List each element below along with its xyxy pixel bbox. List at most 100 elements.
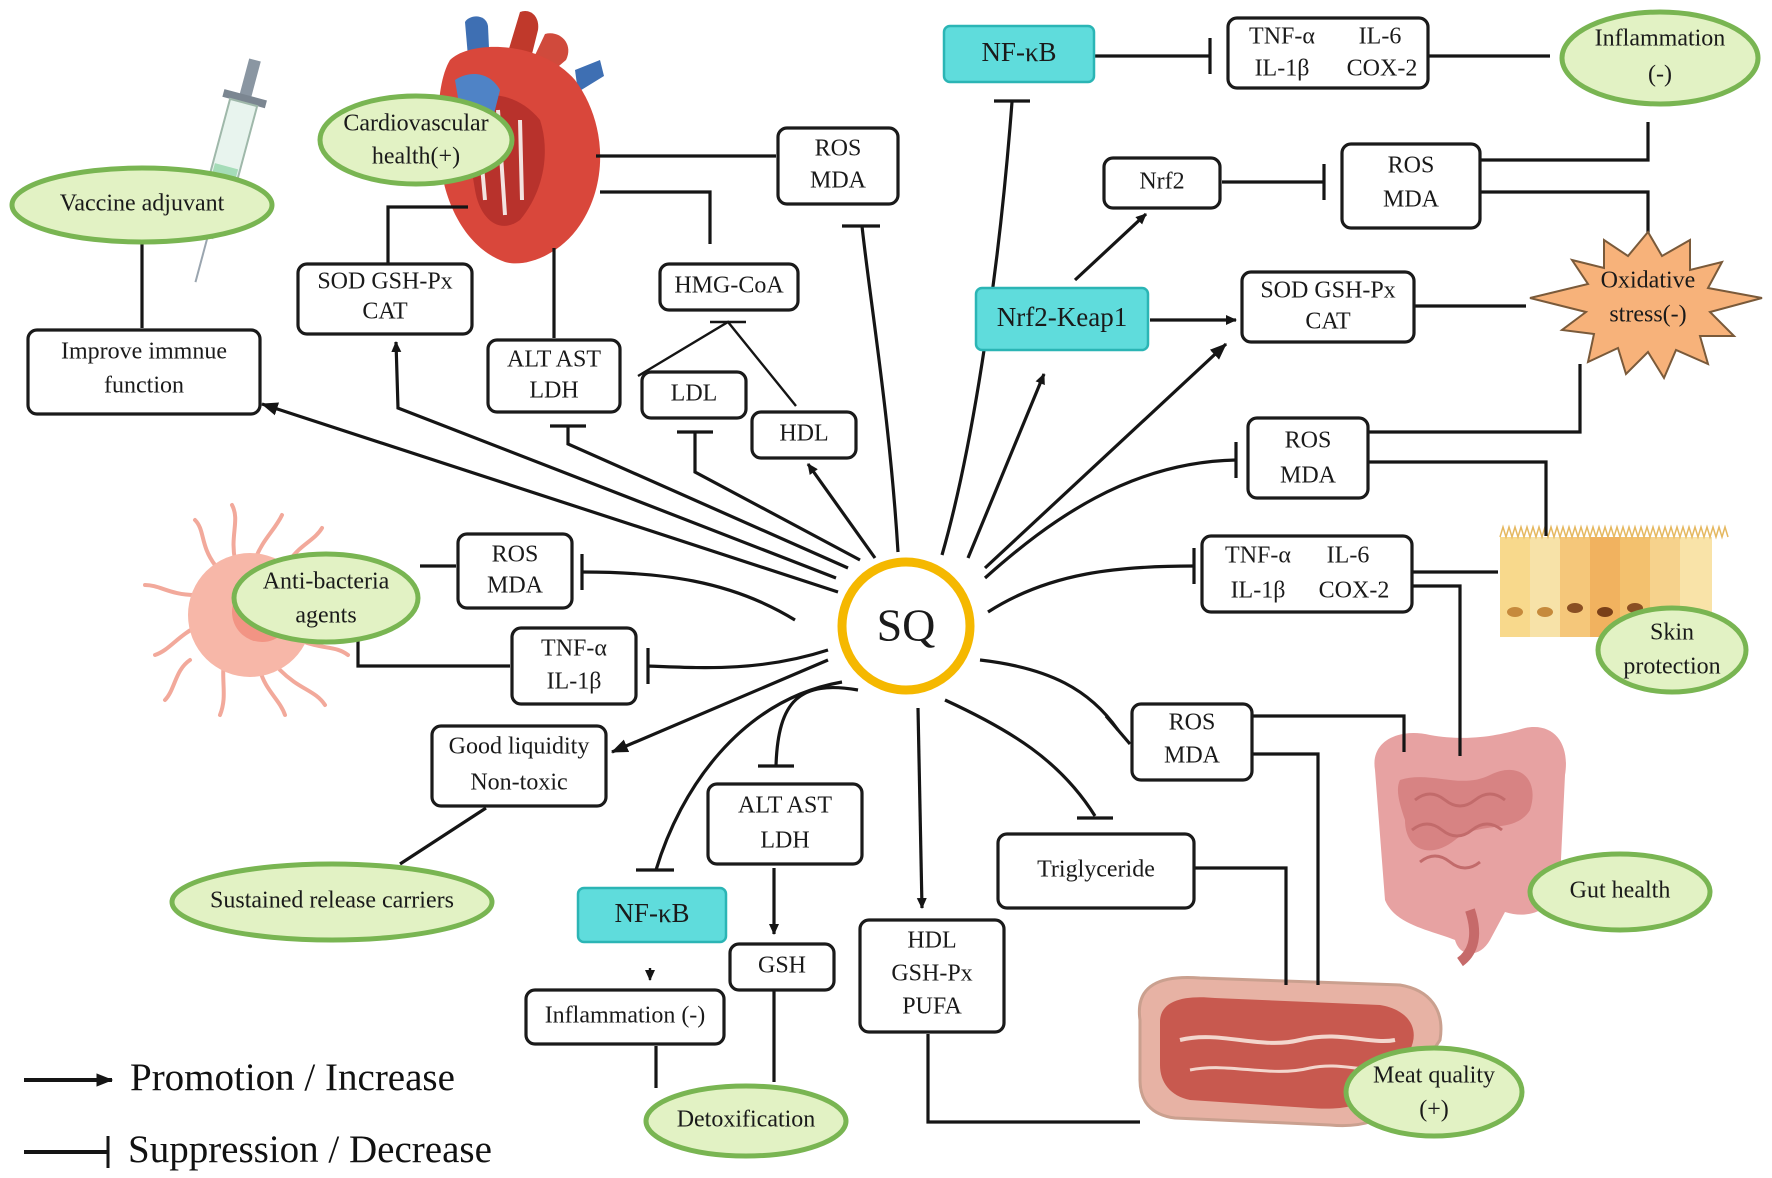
box-improve-immune-line2: function [104, 373, 184, 399]
outcome-oxidative-stress: Oxidative stress(-) [1529, 230, 1763, 381]
box-ros-mda-bacteria: ROS MDA [456, 532, 574, 610]
node-nrf2-keap1: Nrf2-Keap1 [974, 286, 1150, 352]
legend-promotion-label: Promotion / Increase [130, 1056, 455, 1099]
box-nrf2: Nrf2 [1102, 156, 1222, 210]
box-ros-mda-skin-line1: ROS [1285, 428, 1332, 454]
outcome-meat-quality: Meat quality (+) [1343, 1045, 1525, 1139]
box-alt-ast-bottom-line1: ALT AST [738, 793, 832, 819]
box-triglyceride: Triglyceride [996, 832, 1196, 910]
box-ros-mda-gut: ROS MDA [1130, 702, 1254, 782]
node-nfkb-bottom: NF-κB [576, 886, 728, 944]
outcome-gut-health-label: Gut health [1570, 878, 1671, 904]
box-triglyceride-label: Triglyceride [1037, 857, 1155, 883]
box-tnf-top-b: IL-6 [1359, 24, 1402, 50]
box-alt-ast-bottom: ALT AST LDH [706, 782, 864, 866]
box-ldl-label: LDL [671, 381, 718, 407]
box-alt-ast-heart-line1: ALT AST [507, 347, 601, 373]
legend-suppression-label: Suppression / Decrease [128, 1128, 492, 1171]
box-ros-mda-gut-line2: MDA [1164, 743, 1221, 769]
box-hmgcoa-label: HMG-CoA [674, 273, 784, 299]
box-tnf-il1b-line1: TNF-α [541, 636, 607, 662]
box-tnf-skin-b: IL-6 [1327, 543, 1370, 569]
box-ldl: LDL [640, 370, 748, 420]
outcome-sustained-release-label: Sustained release carriers [210, 888, 454, 914]
box-improve-immune: Improve immnue function [26, 328, 262, 416]
outcome-skin-line1: Skin [1650, 620, 1694, 646]
outcome-meat-quality-line1: Meat quality [1373, 1063, 1495, 1089]
box-tnf-top: TNF-α IL-6 IL-1β COX-2 [1226, 16, 1430, 90]
box-tnf-skin-a: TNF-α [1225, 543, 1291, 569]
outcome-inflammation-top-line2: (-) [1648, 62, 1672, 88]
outcome-inflammation-top-line1: Inflammation [1595, 26, 1726, 52]
outcome-anti-bacteria: Anti-bacteria agents [231, 551, 421, 645]
box-inflammation-bottom-label: Inflammation (-) [545, 1003, 706, 1029]
outcome-anti-bacteria-line1: Anti-bacteria [263, 569, 390, 595]
box-sod-nrf2-line1: SOD GSH-Px [1260, 278, 1395, 304]
outcome-skin: Skin protection [1595, 605, 1749, 695]
box-improve-immune-line1: Improve immnue [61, 339, 227, 365]
center-sq-label: SQ [877, 600, 936, 651]
node-nfkb-top-label: NF-κB [981, 37, 1056, 67]
outcome-cardiovascular: Cardiovascular health(+) [317, 93, 515, 187]
outcome-oxidative-stress-line1: Oxidative [1601, 268, 1696, 294]
outcome-detoxification: Detoxification [643, 1083, 849, 1159]
box-hdl-top: HDL [750, 410, 858, 460]
box-hdl-gsh-pufa-line2: GSH-Px [891, 961, 972, 987]
legend: Promotion / Increase Suppression / Decre… [24, 1056, 492, 1171]
box-alt-ast-heart-line2: LDH [529, 378, 578, 404]
box-ros-mda-skin-line2: MDA [1280, 463, 1337, 489]
box-tnf-skin-c: IL-1β [1231, 578, 1286, 604]
box-ros-mda-bacteria-line2: MDA [487, 573, 544, 599]
box-nrf2-label: Nrf2 [1139, 169, 1184, 195]
box-tnf-skin-d: COX-2 [1319, 578, 1390, 604]
box-hdl-gsh-pufa: HDL GSH-Px PUFA [858, 918, 1006, 1034]
box-alt-ast-bottom-line2: LDH [760, 828, 809, 854]
box-ros-mda-nrf2: ROS MDA [1340, 142, 1482, 230]
node-nrf2-keap1-label: Nrf2-Keap1 [997, 302, 1127, 332]
outcome-skin-line2: protection [1623, 654, 1720, 680]
box-ros-mda-bacteria-line1: ROS [492, 542, 539, 568]
box-hmgcoa: HMG-CoA [658, 262, 800, 312]
box-good-liquidity: Good liquidity Non-toxic [430, 724, 608, 808]
outcome-detoxification-label: Detoxification [677, 1107, 816, 1133]
outcome-oxidative-stress-line2: stress(-) [1609, 302, 1686, 328]
outcome-cardiovascular-line1: Cardiovascular [343, 111, 488, 137]
box-hdl-top-label: HDL [779, 421, 828, 447]
box-ros-mda-heart-line2: MDA [810, 168, 867, 194]
heart-illustration [438, 10, 604, 264]
outcome-gut-health: Gut health [1527, 851, 1713, 933]
outcome-sustained-release: Sustained release carriers [169, 861, 495, 943]
box-tnf-il1b-line2: IL-1β [547, 669, 602, 695]
box-ros-mda-heart: ROS MDA [776, 126, 900, 206]
outcome-meat-quality-line2: (+) [1419, 1097, 1449, 1123]
box-hdl-gsh-pufa-line1: HDL [907, 928, 956, 954]
outcome-vaccine-label: Vaccine adjuvant [60, 191, 225, 217]
box-sod-heart-line2: CAT [362, 299, 408, 325]
intestine-illustration [1374, 727, 1566, 967]
box-tnf-top-c: IL-1β [1255, 56, 1310, 82]
outcome-cardiovascular-line2: health(+) [372, 144, 460, 170]
box-alt-ast-heart: ALT AST LDH [486, 338, 622, 414]
box-sod-nrf2: SOD GSH-Px CAT [1240, 270, 1416, 344]
outcome-anti-bacteria-line2: agents [295, 603, 356, 629]
box-sod-heart: SOD GSH-Px CAT [296, 262, 474, 336]
box-ros-mda-nrf2-line1: ROS [1388, 153, 1435, 179]
box-sod-nrf2-line2: CAT [1305, 309, 1351, 335]
box-ros-mda-skin: ROS MDA [1246, 416, 1370, 500]
box-hdl-gsh-pufa-line3: PUFA [902, 994, 962, 1020]
box-gsh: GSH [728, 942, 836, 992]
outcome-inflammation-top: Inflammation (-) [1559, 9, 1761, 107]
box-ros-mda-gut-line1: ROS [1169, 710, 1216, 736]
box-inflammation-bottom: Inflammation (-) [524, 988, 726, 1046]
node-nfkb-top: NF-κB [942, 24, 1096, 84]
outcome-vaccine: Vaccine adjuvant [9, 165, 275, 245]
box-tnf-il1b: TNF-α IL-1β [510, 626, 638, 706]
box-tnf-top-a: TNF-α [1249, 24, 1315, 50]
node-nfkb-bottom-label: NF-κB [614, 898, 689, 928]
box-good-liquidity-line1: Good liquidity [449, 734, 590, 760]
box-ros-mda-nrf2-line2: MDA [1383, 187, 1440, 213]
box-good-liquidity-line2: Non-toxic [470, 770, 567, 796]
box-tnf-top-d: COX-2 [1347, 56, 1418, 82]
box-ros-mda-heart-line1: ROS [815, 136, 862, 162]
